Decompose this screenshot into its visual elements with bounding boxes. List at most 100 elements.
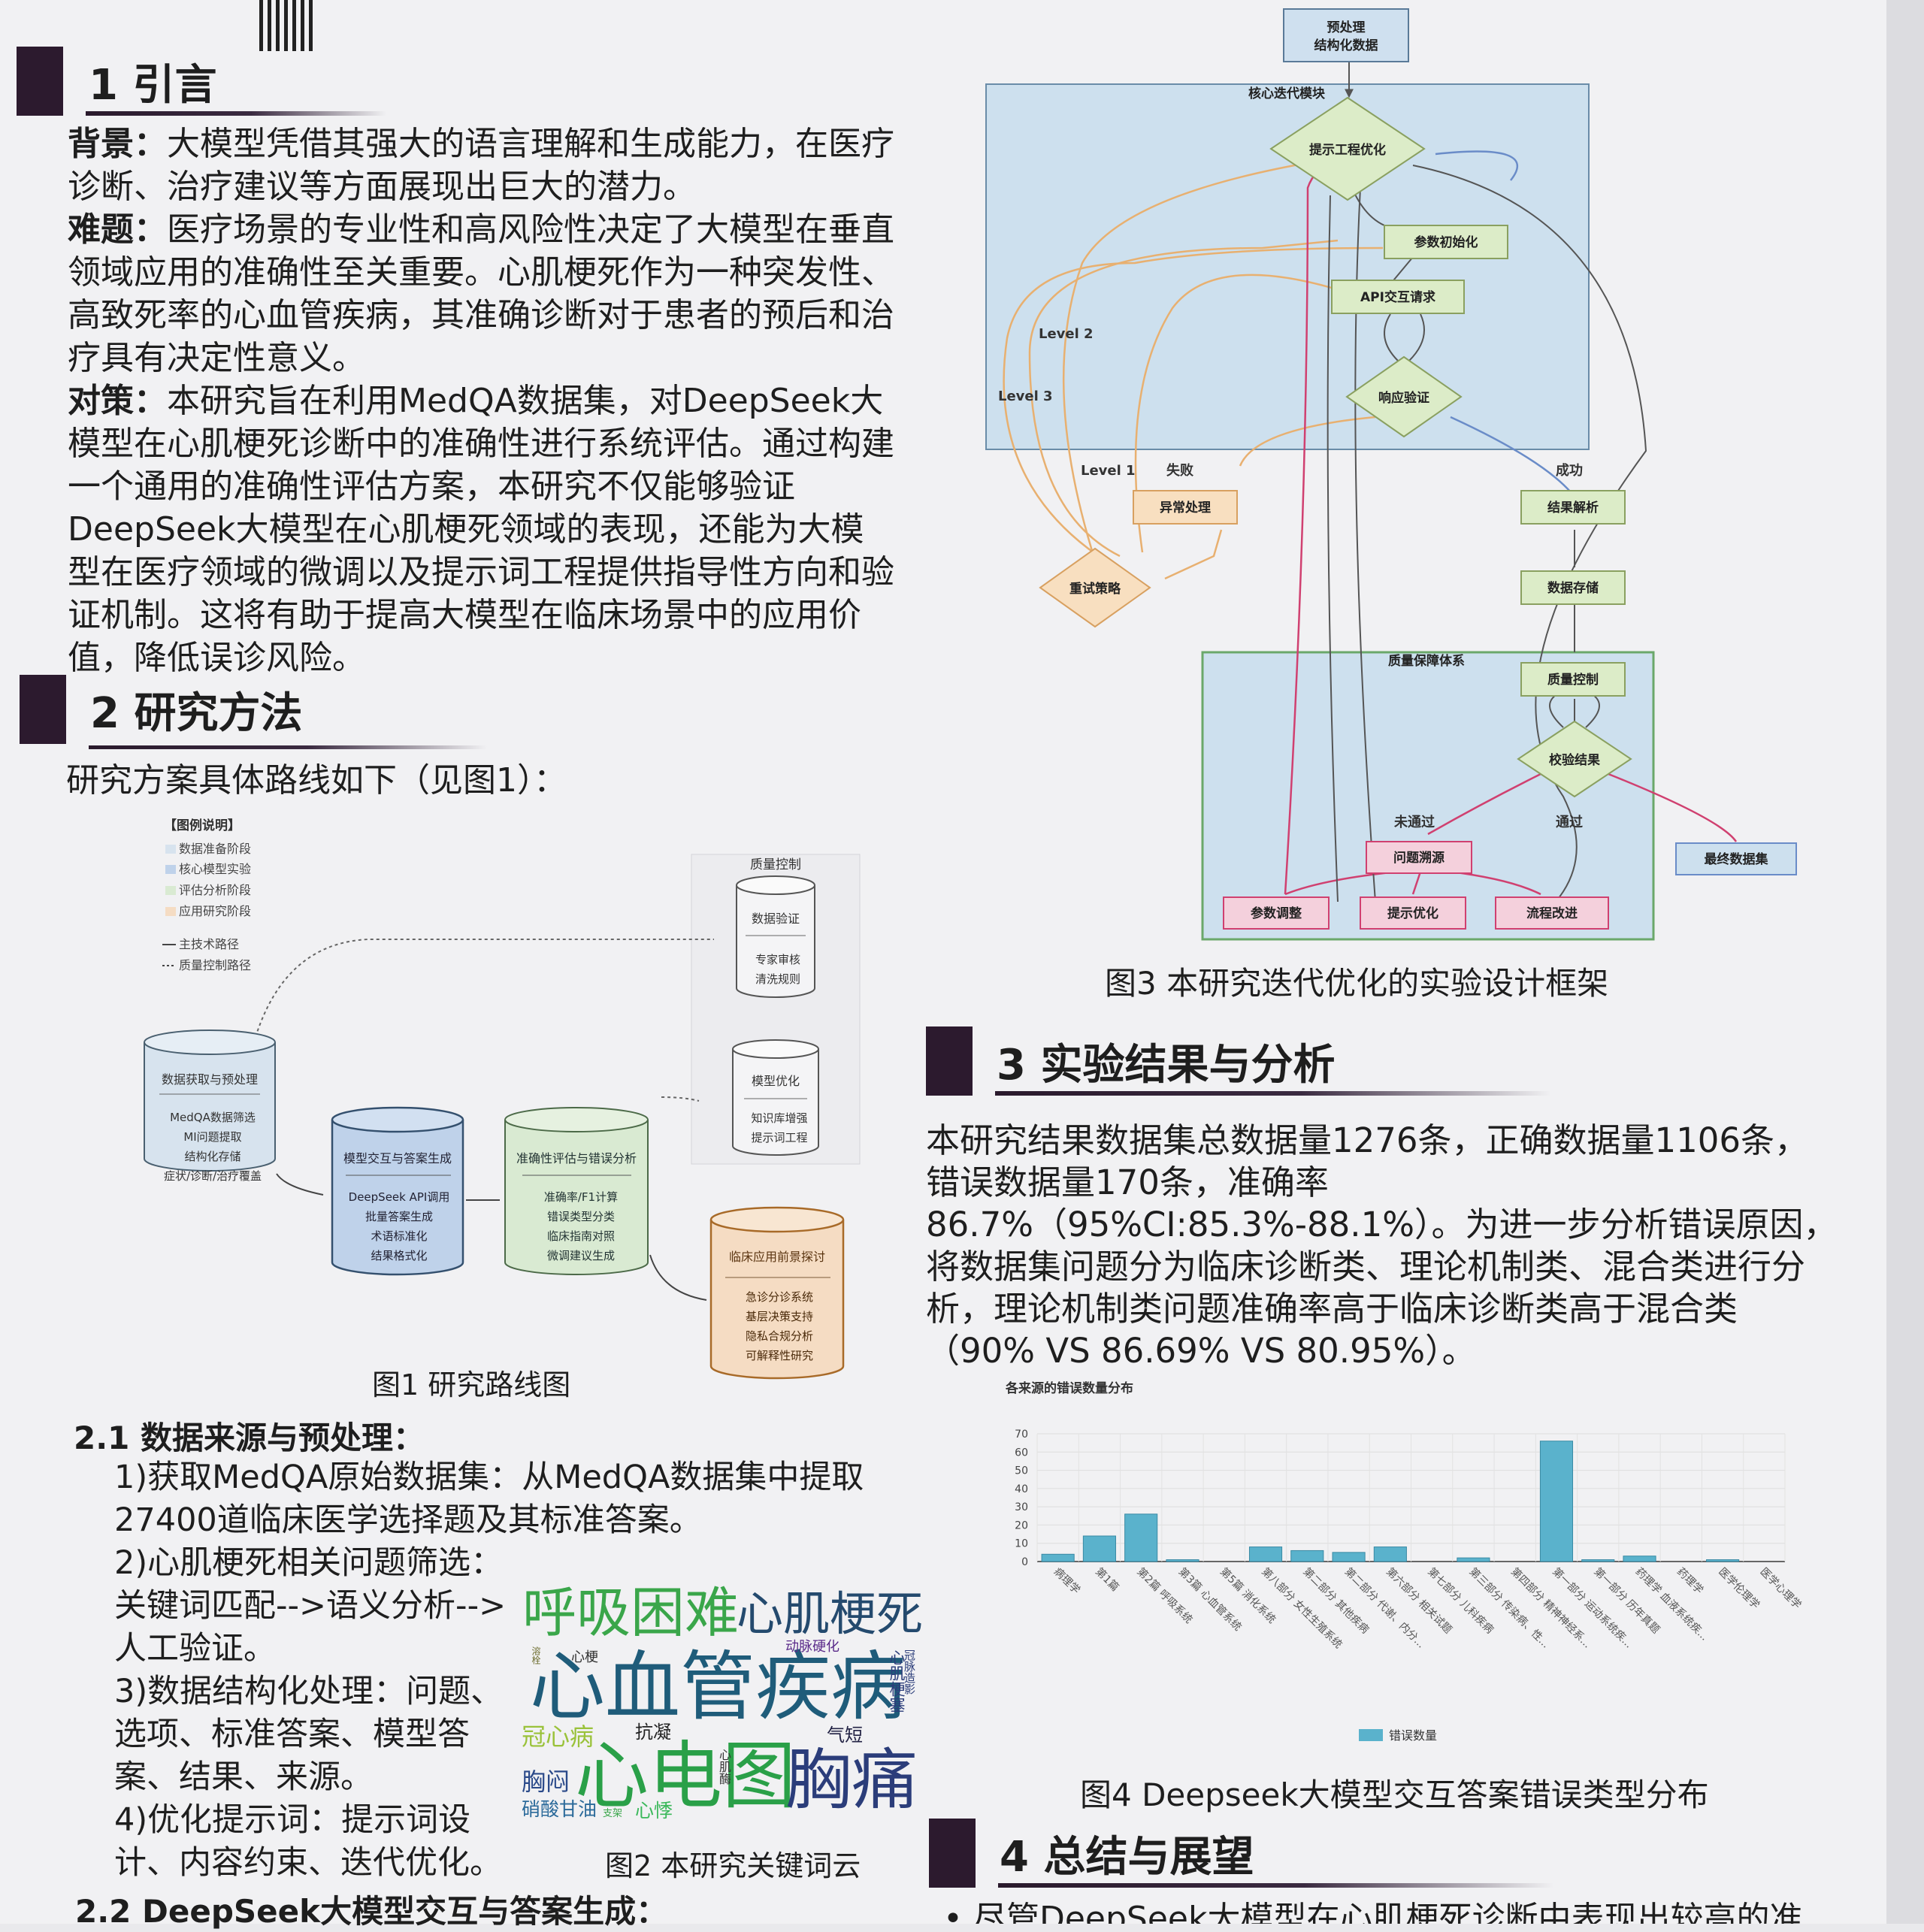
label-success: 成功: [1556, 462, 1583, 479]
strat-text: 本研究旨在利用MedQA数据集，对DeepSeek大模型在心肌梗死诊断中的准确性…: [68, 382, 894, 677]
edge: [1427, 772, 1541, 836]
dashed-path-to-optimize: [661, 1096, 700, 1102]
node-param-init: 参数初始化: [1384, 225, 1508, 259]
poster-edge: [1886, 0, 1924, 1924]
cylinder-model-interaction: 模型交互与答案生成 DeepSeek API调用 批量答案生成 术语标准化 结果…: [331, 1106, 464, 1276]
x-tick-label: 药理学 血液系统疾...: [1633, 1566, 1711, 1643]
cloud-word: 心悸: [635, 1800, 673, 1822]
cyl-item: 临床指南对照: [547, 1229, 615, 1243]
bar: [1332, 1552, 1366, 1562]
bar: [1290, 1550, 1324, 1562]
cloud-word: 硝酸甘油: [522, 1798, 597, 1820]
bg-label: 背景：: [68, 125, 167, 163]
node-verify-result: 校验结果: [1517, 720, 1632, 798]
heading-underline: [995, 1091, 1551, 1096]
cyl-item: 专家审核: [755, 953, 800, 966]
bar: [1706, 1559, 1740, 1562]
cyl-item: 错误类型分类: [547, 1210, 615, 1223]
y-tick-label: 10: [1015, 1538, 1028, 1550]
legend-item: 应用研究阶段: [179, 904, 251, 918]
cloud-word: 呼吸困难: [522, 1581, 740, 1644]
s21-item-1: 1)获取MedQA原始数据集：从MedQA数据集中提取27400道临床医学选择题…: [114, 1459, 864, 1539]
y-tick-label: 0: [1021, 1556, 1028, 1568]
cyl-item: 知识库增强: [751, 1111, 807, 1125]
svg-text:参数调整: 参数调整: [1251, 906, 1302, 921]
edge: [1327, 195, 1339, 903]
edge: [1028, 239, 1339, 558]
qc-group-title: 质量控制: [750, 857, 801, 872]
cyl-item: 基层决策支持: [746, 1310, 813, 1323]
y-tick-label: 40: [1015, 1483, 1028, 1495]
label-level2: Level 2: [1039, 326, 1094, 342]
node-final-dataset: 最终数据集: [1675, 842, 1797, 875]
cyl-item: 隐私合规分析: [746, 1329, 813, 1343]
heading-block: [926, 1026, 973, 1096]
path-data-to-model: [276, 1173, 324, 1196]
bar: [1457, 1557, 1490, 1562]
x-tick-label: 第四部分 精神神经系...: [1508, 1565, 1594, 1651]
cyl-item: 提示词工程: [751, 1131, 807, 1144]
cyl-item: MI问题提取: [183, 1130, 241, 1144]
bar: [1373, 1547, 1407, 1562]
intro-difficulty: 难题：医疗场景的专业性和高风险性决定了大模型在垂直领域应用的准确性至关重要。心肌…: [68, 208, 894, 379]
node-process-improve: 流程改进: [1495, 896, 1609, 930]
section-title: 1 引言: [89, 61, 217, 110]
cyl-title: 数据获取与预处理: [162, 1072, 258, 1087]
cyl-title: 临床应用前景探讨: [729, 1250, 825, 1264]
node-trace-issue: 问题溯源: [1366, 841, 1472, 874]
heading-block: [17, 47, 63, 116]
cyl-title: 数据验证: [752, 912, 800, 926]
svg-text:响应验证: 响应验证: [1378, 390, 1429, 406]
legend-swatch-app: [165, 907, 176, 916]
legend-swatch-core: [165, 865, 176, 874]
cloud-word: 抗凝: [635, 1722, 671, 1743]
methods-lead: 研究方案具体路线如下（见图1）：: [66, 761, 567, 800]
edge: [1435, 150, 1519, 181]
intro-paragraphs: 背景：大模型凭借其强大的语言理解和生成能力，在医疗诊断、治疗建议等方面展现出巨大…: [68, 122, 894, 679]
svg-text:流程改进: 流程改进: [1526, 906, 1578, 921]
cloud-word: 支架: [603, 1808, 623, 1819]
bg-text: 大模型凭借其强大的语言理解和生成能力，在医疗诊断、治疗建议等方面展现出巨大的潜力…: [68, 125, 894, 206]
svg-text:问题溯源: 问题溯源: [1393, 850, 1445, 866]
cylinder-accuracy-evaluation: 准确性评估与错误分析 准确率/F1计算 错误类型分类 临床指南对照 微调建议生成: [504, 1107, 649, 1275]
edge: [1608, 772, 1738, 842]
bar: [1041, 1553, 1075, 1562]
edge: [1239, 416, 1376, 467]
legend-item: 评估分析阶段: [179, 883, 251, 897]
cyl-item: 可解释性研究: [746, 1349, 813, 1362]
cloud-word: 心肌梗塞: [888, 1649, 906, 1713]
bar: [1623, 1556, 1656, 1562]
svg-text:提示优化: 提示优化: [1387, 906, 1438, 921]
node-response-verify: 响应验证: [1345, 355, 1463, 438]
x-tick-label: 第三部分 传染病、性...: [1467, 1565, 1553, 1651]
cloud-word: 心梗: [571, 1649, 598, 1665]
edge: [1408, 313, 1425, 361]
legend-swatch-eval: [165, 886, 176, 895]
y-tick-label: 60: [1015, 1447, 1028, 1459]
figure-1-roadmap: 【图例说明】 数据准备阶段 核心模型实验 评估分析阶段 应用研究阶段 主技术路径…: [144, 818, 861, 1380]
y-tick-label: 70: [1015, 1429, 1028, 1441]
node-quality-control: 质量控制: [1520, 662, 1626, 697]
x-tick-label: 病理学: [1051, 1566, 1082, 1597]
edge: [1003, 246, 1384, 569]
svg-text:校验结果: 校验结果: [1549, 752, 1600, 768]
cyl-item: 清洗规则: [755, 972, 800, 986]
cloud-word: 溶栓: [531, 1646, 541, 1664]
node-result-parse: 结果解析: [1520, 490, 1626, 525]
cyl-title: 模型优化: [752, 1074, 800, 1088]
cloud-word: 心血管疾病: [530, 1643, 906, 1731]
chart-title: 各来源的错误数量分布: [1005, 1380, 1133, 1396]
section-title: 2 研究方法: [90, 689, 303, 738]
subsection-2-1-title: 2.1 数据来源与预处理：: [74, 1420, 425, 1456]
edge: [1354, 187, 1376, 903]
heading-block: [929, 1819, 976, 1888]
figure-2-caption: 图2 本研究关键词云: [605, 1849, 861, 1882]
heading-block: [20, 675, 66, 744]
label-pass: 通过: [1556, 814, 1583, 830]
cyl-item: 急诊分诊系统: [746, 1290, 813, 1304]
label-fail: 失败: [1166, 462, 1193, 479]
x-tick-label: 第1篇: [1093, 1565, 1121, 1594]
bar: [1166, 1559, 1199, 1562]
legend-item: 核心模型实验: [179, 862, 251, 876]
heading-underline: [998, 1883, 1554, 1888]
